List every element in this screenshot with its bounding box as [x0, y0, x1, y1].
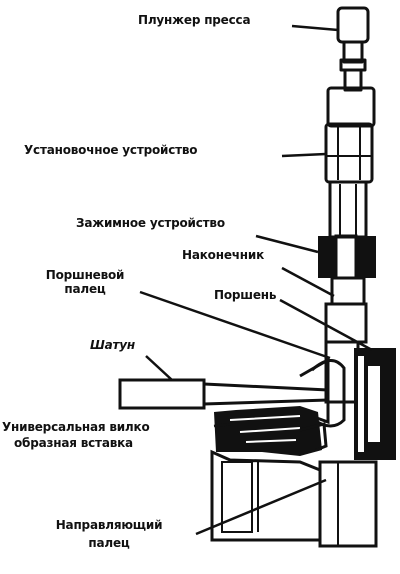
label-guide-line1: Направляющий: [55, 518, 163, 532]
piston: [354, 348, 396, 460]
label-universal-fork-line1: Универсальная вилко: [2, 420, 150, 434]
label-clamping-device: Зажимное устройство: [76, 216, 225, 230]
central-shaft: [328, 180, 368, 239]
label-tip: Наконечник: [182, 248, 265, 262]
piston-pin-body: [324, 340, 360, 404]
press-plunger-stem: [343, 68, 363, 92]
guide-housing: [210, 449, 378, 548]
universal-fork-insert: [214, 406, 328, 456]
label-piston-ring: Поршневой палец: [45, 268, 125, 296]
press-plunger-head: [336, 6, 370, 44]
setting-device-upper: [326, 86, 376, 128]
label-universal-fork-line2: образная вставка: [14, 436, 133, 450]
setting-device-lower: [324, 122, 374, 184]
label-guide-line2: палец: [88, 536, 130, 550]
tip: [330, 276, 366, 306]
leader-lines: [139, 24, 373, 536]
label-setting-device: Установочное устройство: [24, 143, 198, 157]
press-plunger-neck: [342, 40, 364, 64]
label-rod: Шатун: [90, 338, 135, 352]
clamping-device: [318, 234, 376, 280]
label-piston: Поршень: [214, 288, 277, 302]
label-press-plunger: Плунжер пресса: [138, 13, 251, 27]
